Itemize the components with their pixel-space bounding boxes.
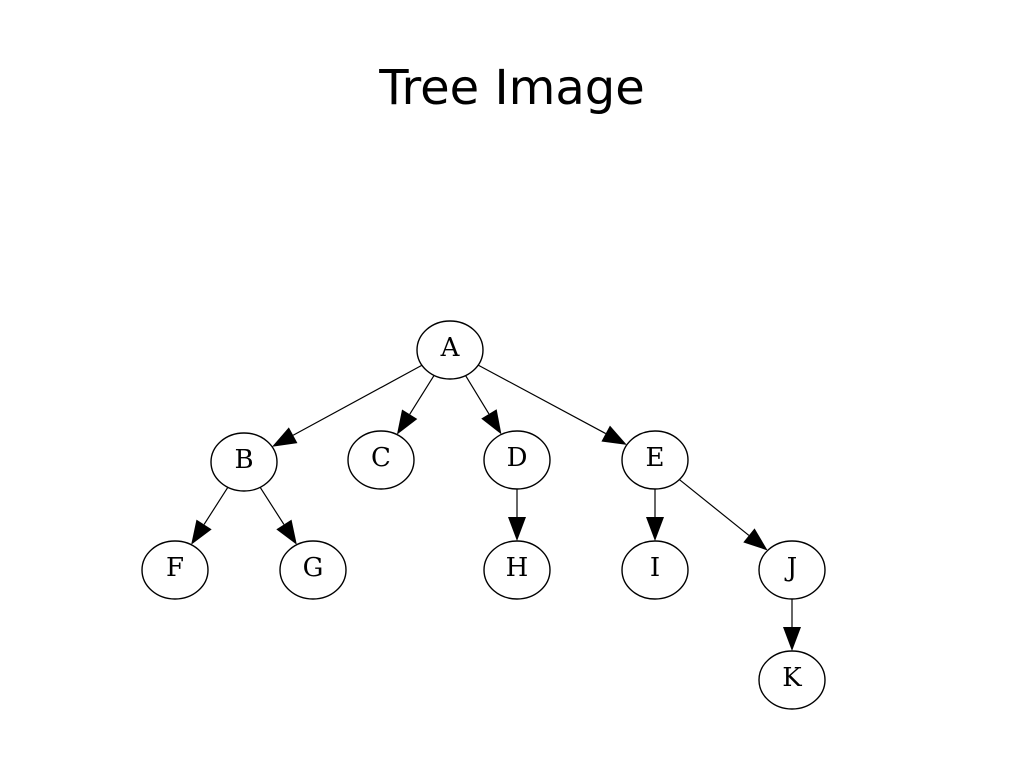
node-circle: [279, 540, 347, 600]
edge-a-b: [272, 364, 423, 447]
node-circle: [141, 540, 209, 600]
node-circle: [758, 540, 826, 600]
arrowhead: [276, 519, 297, 545]
arrowhead: [646, 517, 664, 541]
node-circle: [416, 320, 484, 380]
node-circle: [210, 432, 278, 492]
node-a: A: [416, 320, 484, 380]
nodes-layer: A B C D E F G H I J K: [141, 320, 826, 710]
node-label: D: [507, 443, 528, 473]
node-g: G: [279, 540, 347, 600]
edge-line: [409, 375, 435, 415]
edges-layer: [191, 364, 801, 651]
node-label: H: [506, 553, 529, 583]
arrowhead: [396, 409, 418, 435]
slide-title: Tree Image: [379, 60, 645, 116]
node-h: H: [483, 540, 551, 600]
node-circle: [621, 430, 689, 490]
edge-line: [259, 486, 285, 525]
node-circle: [347, 430, 415, 490]
edge-a-e: [477, 364, 627, 445]
edge-line: [465, 375, 490, 415]
edge-d-h: [508, 489, 526, 541]
edge-b-f: [191, 486, 229, 545]
edge-e-i: [646, 489, 664, 541]
edge-a-c: [396, 375, 435, 435]
node-label: J: [784, 553, 797, 583]
arrowhead: [601, 425, 627, 445]
edge-a-d: [465, 375, 502, 435]
edge-line: [678, 479, 750, 536]
node-label: C: [371, 443, 391, 473]
edge-line: [292, 364, 423, 436]
arrowhead: [272, 427, 298, 447]
node-e: E: [621, 430, 689, 490]
arrowhead: [191, 519, 212, 545]
node-j: J: [758, 540, 826, 600]
node-label: B: [234, 445, 253, 475]
arrowhead: [743, 528, 768, 551]
node-c: C: [347, 430, 415, 490]
arrowhead: [783, 627, 801, 651]
node-b: B: [210, 432, 278, 492]
node-label: A: [440, 333, 461, 363]
node-label: K: [782, 663, 802, 693]
edge-j-k: [783, 599, 801, 651]
node-circle: [483, 540, 551, 600]
arrowhead: [508, 517, 526, 541]
node-circle: [758, 650, 826, 710]
node-label: F: [166, 553, 184, 583]
node-f: F: [141, 540, 209, 600]
node-label: E: [646, 443, 665, 473]
arrowhead: [481, 409, 502, 435]
edge-e-j: [678, 479, 768, 551]
node-circle: [621, 540, 689, 600]
edge-line: [203, 486, 229, 525]
node-i: I: [621, 540, 689, 600]
node-label: I: [650, 553, 660, 583]
node-circle: [483, 430, 551, 490]
node-k: K: [758, 650, 826, 710]
edge-b-g: [259, 486, 297, 545]
node-d: D: [483, 430, 551, 490]
edge-line: [477, 364, 606, 435]
node-label: G: [303, 553, 324, 583]
